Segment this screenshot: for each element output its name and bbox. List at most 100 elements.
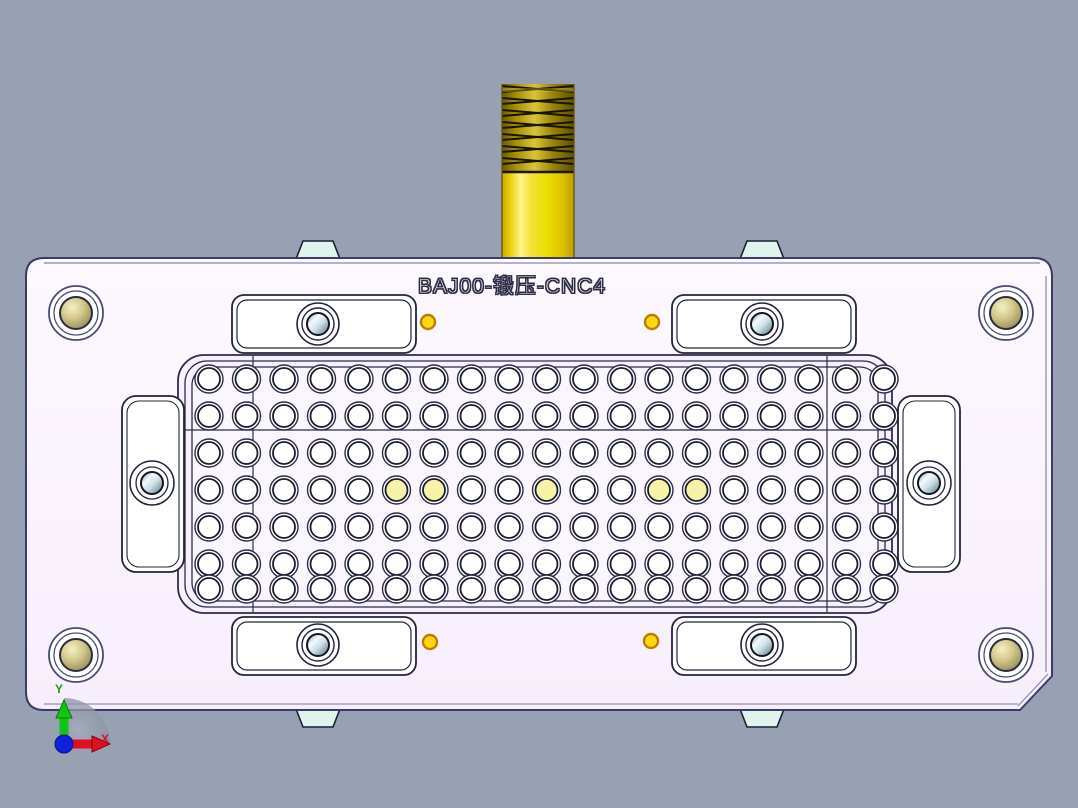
grid-hole[interactable] [572,441,596,465]
grid-hole[interactable] [647,367,671,391]
grid-hole[interactable] [872,404,896,428]
grid-hole[interactable] [797,515,821,539]
mounting-tab-top-right[interactable] [738,240,786,260]
side-clamp-left[interactable] [121,395,185,573]
grid-hole[interactable] [797,404,821,428]
perforated-grid-plate[interactable] [177,354,899,614]
grid-hole[interactable] [834,478,859,502]
grid-hole[interactable] [309,404,334,428]
grid-hole[interactable] [572,478,596,502]
grid-hole[interactable] [572,404,596,428]
pin-dot-bottom-right[interactable] [642,632,660,650]
grid-hole[interactable] [647,478,671,502]
grid-hole[interactable] [534,367,559,391]
grid-hole[interactable] [422,515,446,539]
grid-hole[interactable] [234,552,259,576]
mounting-tab-top-left[interactable] [294,240,342,260]
grid-hole[interactable] [609,478,634,502]
grid-hole[interactable] [384,441,409,465]
grid-hole[interactable] [722,478,746,502]
grid-hole[interactable] [609,577,634,601]
grid-hole[interactable] [647,577,671,601]
grid-hole[interactable] [384,515,409,539]
grid-hole[interactable] [609,515,634,539]
grid-hole[interactable] [722,441,746,465]
grid-hole[interactable] [234,515,259,539]
grid-hole[interactable] [722,552,746,576]
pin-dot-bottom-left[interactable] [421,633,439,651]
grid-hole[interactable] [684,404,709,428]
grid-hole[interactable] [422,577,446,601]
grid-hole[interactable] [647,441,671,465]
grid-hole[interactable] [647,552,671,576]
corner-bolt-top-left[interactable] [48,285,104,341]
threaded-rod[interactable] [501,84,575,262]
grid-hole[interactable] [197,478,221,502]
clamp-block-bottom-right[interactable] [671,616,857,676]
grid-hole[interactable] [197,367,221,391]
grid-hole[interactable] [384,478,409,502]
grid-hole[interactable] [684,515,709,539]
grid-hole[interactable] [459,577,484,601]
grid-hole[interactable] [872,367,896,391]
axis-triad[interactable] [54,698,112,754]
corner-bolt-top-right[interactable] [978,285,1034,341]
grid-hole[interactable] [459,367,484,391]
mounting-tab-bottom-right[interactable] [738,708,786,728]
grid-hole[interactable] [722,577,746,601]
grid-hole[interactable] [684,441,709,465]
clamp-block-top-right[interactable] [671,294,857,354]
pin-dot-top-left[interactable] [419,313,437,331]
grid-hole[interactable] [497,552,521,576]
grid-hole[interactable] [384,404,409,428]
grid-hole[interactable] [534,515,559,539]
corner-bolt-bottom-right[interactable] [978,627,1034,683]
grid-hole[interactable] [797,367,821,391]
grid-hole[interactable] [834,367,859,391]
grid-hole[interactable] [459,404,484,428]
grid-hole[interactable] [497,577,521,601]
grid-hole[interactable] [197,441,221,465]
grid-hole[interactable] [234,478,259,502]
grid-hole[interactable] [759,515,784,539]
grid-hole[interactable] [272,552,296,576]
grid-hole[interactable] [384,577,409,601]
grid-hole[interactable] [272,478,296,502]
grid-hole[interactable] [347,367,371,391]
grid-hole[interactable] [797,577,821,601]
grid-hole[interactable] [872,478,896,502]
grid-hole[interactable] [722,515,746,539]
grid-hole[interactable] [797,441,821,465]
grid-hole[interactable] [459,552,484,576]
grid-hole[interactable] [572,552,596,576]
grid-hole[interactable] [347,478,371,502]
grid-hole[interactable] [797,478,821,502]
grid-hole[interactable] [759,478,784,502]
grid-hole[interactable] [347,552,371,576]
grid-hole[interactable] [759,441,784,465]
grid-hole[interactable] [684,552,709,576]
grid-hole[interactable] [534,441,559,465]
grid-hole[interactable] [684,367,709,391]
grid-hole[interactable] [272,404,296,428]
grid-hole[interactable] [384,552,409,576]
grid-hole[interactable] [459,441,484,465]
grid-hole[interactable] [609,404,634,428]
grid-hole[interactable] [422,441,446,465]
grid-hole[interactable] [609,441,634,465]
grid-hole[interactable] [534,404,559,428]
grid-hole[interactable] [422,552,446,576]
grid-hole[interactable] [834,552,859,576]
grid-hole[interactable] [684,577,709,601]
grid-hole[interactable] [572,367,596,391]
grid-hole[interactable] [872,441,896,465]
grid-hole[interactable] [609,367,634,391]
grid-hole[interactable] [234,577,259,601]
grid-hole[interactable] [684,478,709,502]
pin-dot-top-right[interactable] [643,313,661,331]
grid-hole[interactable] [834,577,859,601]
grid-hole[interactable] [309,577,334,601]
grid-hole[interactable] [234,404,259,428]
grid-hole[interactable] [234,367,259,391]
